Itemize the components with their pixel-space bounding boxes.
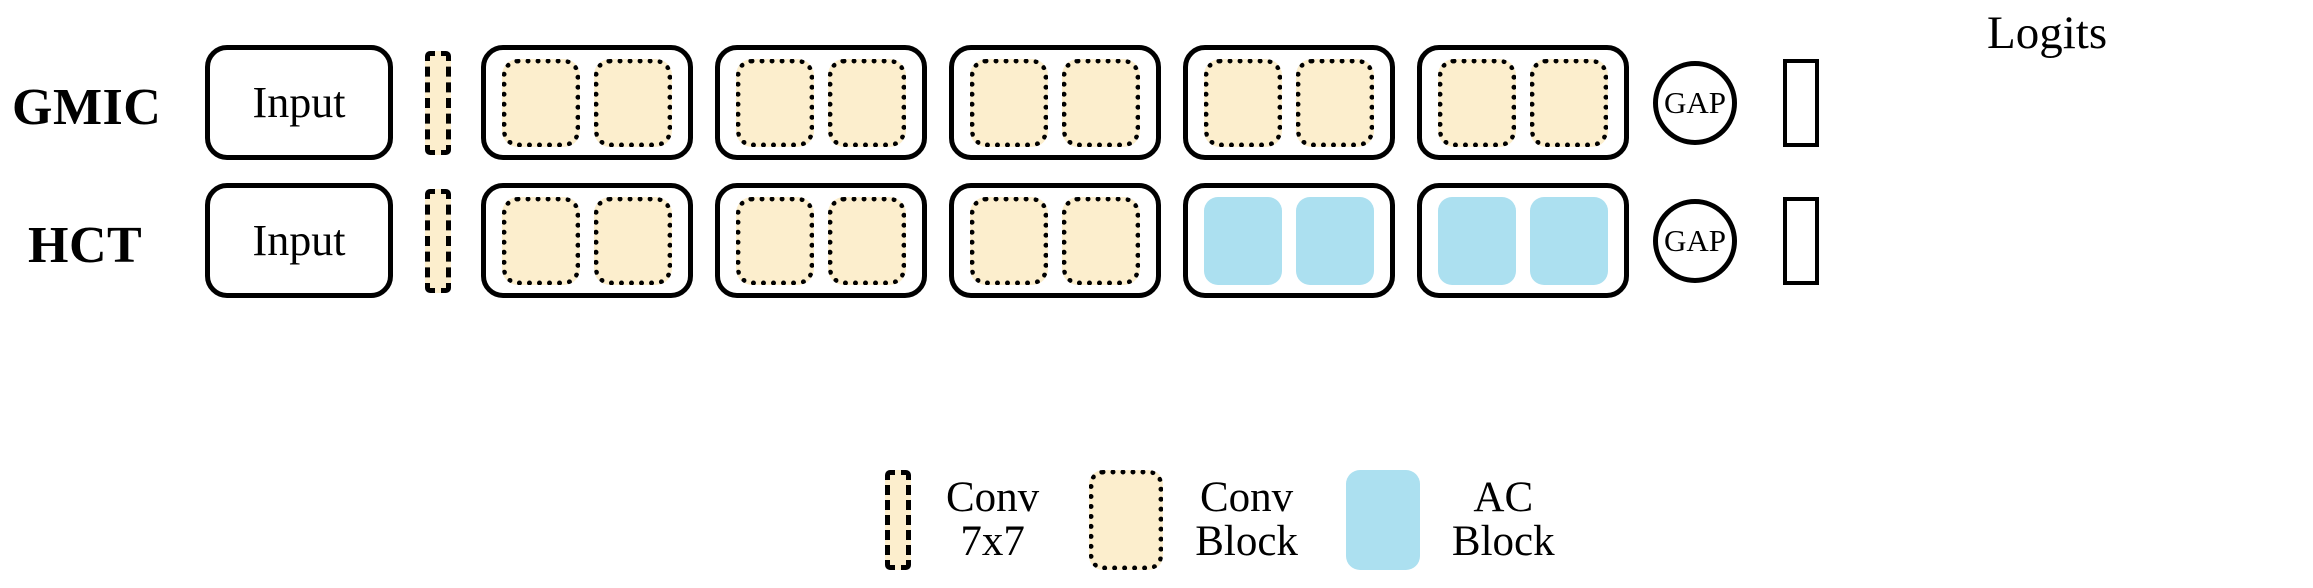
ac-block-icon bbox=[1204, 196, 1282, 285]
input-box-hct: Input bbox=[205, 183, 393, 298]
legend: Conv 7x7 Conv Block AC Block bbox=[885, 470, 1555, 570]
conv-block-icon bbox=[1530, 58, 1608, 147]
legend-item-ac-block: AC Block bbox=[1345, 470, 1555, 570]
ac-block-swatch-icon bbox=[1345, 470, 1420, 570]
conv-block-icon bbox=[1062, 58, 1140, 147]
conv7x7-icon-gmic bbox=[425, 50, 451, 155]
conv-block-swatch-icon bbox=[1089, 470, 1164, 570]
stage-group-gmic-3 bbox=[949, 45, 1161, 160]
conv-block-icon bbox=[594, 196, 672, 285]
ac-block-icon bbox=[1438, 196, 1516, 285]
stage-group-hct-3 bbox=[949, 183, 1161, 298]
conv-block-icon bbox=[970, 196, 1048, 285]
legend-label-conv-block: Conv Block bbox=[1195, 474, 1298, 565]
conv-block-icon bbox=[1062, 196, 1140, 285]
pipeline-row-gmic: Input GAP bbox=[205, 45, 1819, 160]
legend-item-conv-block: Conv Block bbox=[1089, 470, 1298, 570]
conv-block-icon bbox=[594, 58, 672, 147]
input-box-gmic: Input bbox=[205, 45, 393, 160]
legend-item-conv7x7: Conv 7x7 bbox=[885, 470, 1039, 570]
logits-bar-gmic bbox=[1783, 58, 1819, 147]
conv-block-icon bbox=[736, 196, 814, 285]
legend-label-conv7x7: Conv 7x7 bbox=[946, 474, 1040, 565]
ac-block-icon bbox=[1530, 196, 1608, 285]
stage-group-hct-1 bbox=[481, 183, 693, 298]
conv-block-icon bbox=[1438, 58, 1516, 147]
conv-block-icon bbox=[970, 58, 1048, 147]
stage-group-hct-5 bbox=[1417, 183, 1629, 298]
stage-group-gmic-5 bbox=[1417, 45, 1629, 160]
row-label-gmic: GMIC bbox=[12, 79, 162, 136]
stage-group-gmic-2 bbox=[715, 45, 927, 160]
conv7x7-swatch-icon bbox=[885, 470, 911, 570]
pipeline-row-hct: Input GAP bbox=[205, 183, 1819, 298]
gap-node-hct: GAP bbox=[1653, 198, 1737, 283]
stage-group-hct-4 bbox=[1183, 183, 1395, 298]
logits-label: Logits bbox=[1987, 7, 2108, 59]
stage-group-gmic-1 bbox=[481, 45, 693, 160]
conv-block-icon bbox=[502, 58, 580, 147]
conv-block-icon bbox=[828, 58, 906, 147]
stage-group-gmic-4 bbox=[1183, 45, 1395, 160]
gap-node-gmic: GAP bbox=[1653, 60, 1737, 145]
conv-block-icon bbox=[828, 196, 906, 285]
logits-bar-hct bbox=[1783, 196, 1819, 285]
conv-block-icon bbox=[1204, 58, 1282, 147]
stage-group-hct-2 bbox=[715, 183, 927, 298]
row-label-hct: HCT bbox=[28, 217, 143, 274]
conv-block-icon bbox=[736, 58, 814, 147]
ac-block-icon bbox=[1296, 196, 1374, 285]
legend-label-ac-block: AC Block bbox=[1451, 474, 1555, 565]
conv7x7-icon-hct bbox=[425, 188, 451, 293]
conv-block-icon bbox=[502, 196, 580, 285]
conv-block-icon bbox=[1296, 58, 1374, 147]
